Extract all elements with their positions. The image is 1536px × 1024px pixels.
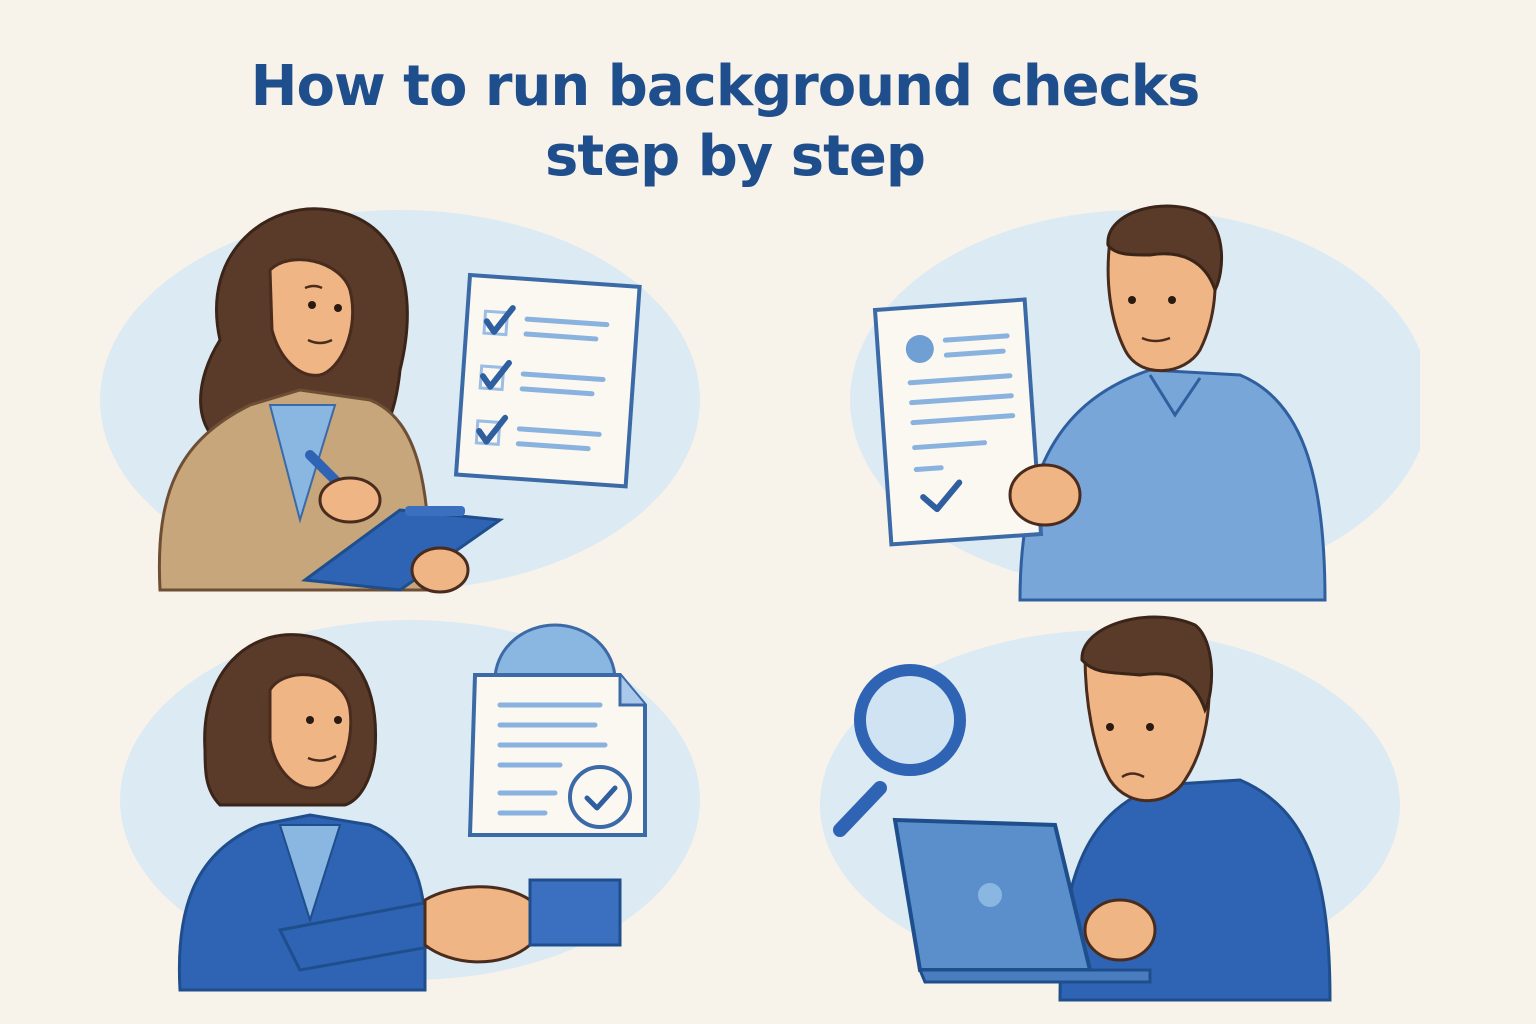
title-line-1: How to run background checks — [250, 54, 1201, 119]
page-title: How to run background checks step by ste… — [0, 52, 1450, 192]
approved-document-icon — [467, 623, 647, 837]
illustration-woman-handshake — [120, 620, 700, 992]
panel-approve-hire — [110, 600, 710, 1010]
illustration-woman-clipboard — [100, 207, 700, 594]
panel-check-resume — [820, 200, 1420, 620]
checklist-icon — [453, 272, 642, 489]
resume-document-icon — [872, 297, 1044, 547]
panel-search-records — [810, 610, 1410, 1010]
title-line-2: step by step — [545, 124, 926, 189]
illustration-man-resume — [850, 204, 1420, 602]
illustration-man-laptop — [820, 615, 1400, 1002]
panel-review-application — [100, 190, 720, 610]
magnifying-glass-icon — [833, 664, 966, 837]
